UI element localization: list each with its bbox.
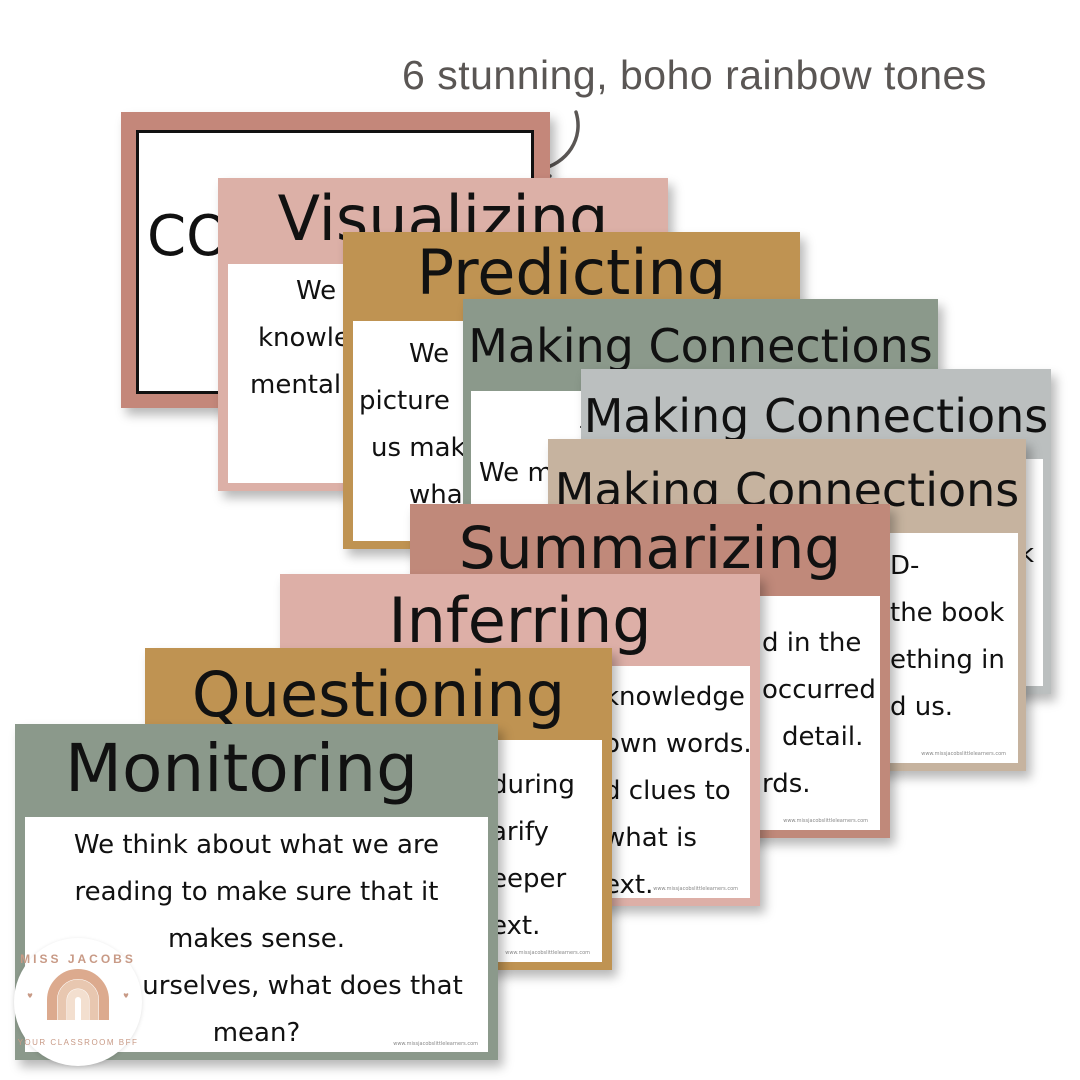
card-title: Making Connections [583,389,1049,443]
card-text-line: We m [479,458,553,488]
card-text-line: detail. [782,722,864,752]
card-text-line: mean? [212,1018,301,1048]
card-footer-url: www.missjacobslittlelearners.com [783,818,868,824]
card-text-line: D- [890,551,920,581]
card-monitoring: Monitoring We think about what we are re… [15,724,498,1060]
card-text-line: urselves, what does that [142,971,463,1001]
card-text-line: We think about what we are [73,830,440,860]
logo-badge: MISS JACOBS YOUR CLASSROOM BFF [14,938,142,1066]
card-text-line: occurred [762,675,876,705]
card-text-line: d us. [890,692,954,722]
card-title: Predicting [416,236,727,309]
card-text-line: during [491,770,575,800]
card-text-line: We [409,339,450,369]
card-footer-url: www.missjacobslittlelearners.com [921,751,1006,757]
card-text-line: us mak [371,433,466,463]
card-text-panel: We think about what we are reading to ma… [25,817,488,1052]
card-footer-url: www.missjacobslittlelearners.com [505,950,590,956]
card-text-line: d in the [762,628,862,658]
card-footer-url: www.missjacobslittlelearners.com [393,1041,478,1047]
card-text-line: reading to make sure that it [74,877,439,907]
card-text-line: rds. [762,769,811,799]
card-text-line: knowledge [604,682,745,712]
card-title: Making Connections [468,319,933,373]
logo-bottom-text: YOUR CLASSROOM BFF [17,1038,139,1047]
card-text-line: own words. [604,729,750,759]
card-text-line: the book [890,598,1005,628]
logo-top-text: MISS JACOBS [20,952,136,966]
card-title: Summarizing [458,514,842,582]
caption: 6 stunning, boho rainbow tones [402,52,987,98]
card-text-line: what is [604,823,697,853]
card-footer-url: www.missjacobslittlelearners.com [653,886,738,892]
logo-rainbow-icon [27,969,129,1020]
card-title: Questioning [191,658,566,731]
card-text-line: picture [359,386,450,416]
card-text-line: makes sense. [167,924,346,954]
card-text-line: eeper [491,864,567,894]
card-text-line: arify [491,817,549,847]
card-text-line: knowle [258,323,350,353]
card-text-line: mental [250,370,342,400]
card-text-line: ext. [491,911,541,941]
card-title: Inferring [388,584,652,657]
card-text-line: ext. [604,870,654,898]
card-title: Monitoring [65,730,418,807]
card-text-line: ething in [890,645,1005,675]
card-text-line: d clues to [604,776,731,806]
